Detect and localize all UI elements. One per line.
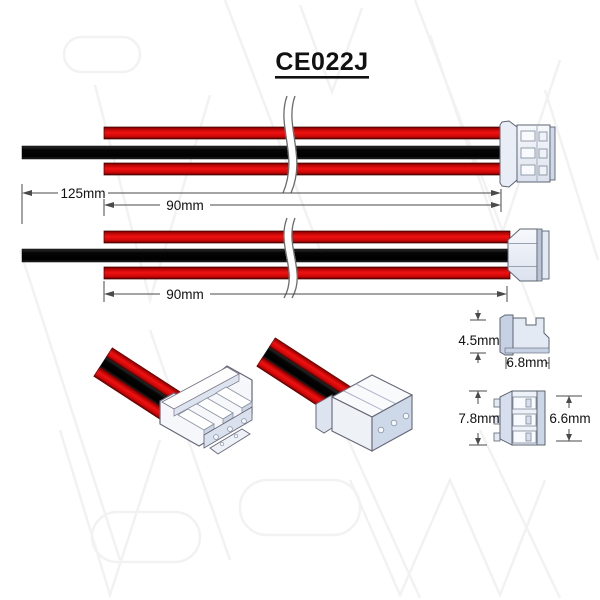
red-wire-length-label: 90mm	[166, 198, 204, 213]
connector-inner-width-label: 6.6mm	[549, 411, 590, 426]
dimension-125mm: 125mm	[21, 184, 502, 224]
cable-break-symbol	[282, 94, 298, 195]
connector-latch	[315, 394, 333, 434]
red-wire-bottom	[103, 162, 509, 176]
dimension-6-6mm: 6.6mm	[549, 395, 591, 442]
connector-width-label: 7.8mm	[458, 411, 499, 426]
black-wire	[21, 145, 511, 160]
connector-left-wall	[499, 390, 513, 446]
red-wire-top	[103, 230, 511, 244]
red-wire-top	[103, 126, 509, 140]
connector-depth-label: 6.8mm	[506, 355, 547, 370]
connector-base-lip	[504, 347, 550, 354]
dim-arrow-left	[22, 190, 32, 196]
dim-arrow-right	[491, 202, 501, 208]
dim-arrow-left	[104, 291, 114, 297]
connector-3d-rear-view	[93, 347, 253, 455]
dim-arrow-right	[491, 190, 501, 196]
connector-housing	[507, 228, 538, 282]
black-wire-length-label: 125mm	[60, 186, 105, 201]
cable-assembly-top	[21, 94, 556, 195]
dim-arrow-left	[104, 202, 114, 208]
connector-end-cap	[541, 230, 550, 280]
cable-break-symbol	[283, 216, 298, 301]
connector-3d-front-view	[256, 337, 414, 452]
pin-holes	[213, 418, 247, 440]
connector-collar	[536, 228, 543, 282]
cable-assembly-bottom	[21, 216, 550, 301]
connector-flange	[499, 314, 514, 356]
dimension-4-5mm: 4.5mm	[458, 310, 500, 363]
connector-profile	[512, 317, 550, 353]
connector-latch-lip	[209, 428, 251, 455]
connector-flange	[499, 120, 518, 188]
dimension-7-8mm: 7.8mm	[458, 390, 500, 446]
red-wire-bottom	[103, 266, 511, 280]
connector-pin-slots	[520, 130, 548, 176]
red-wire-length-label: 90mm	[166, 287, 204, 302]
connector-topview-detail: 7.8mm 6.6mm	[458, 390, 591, 446]
black-wire	[21, 248, 513, 263]
dimension-90mm-top: 90mm	[103, 198, 501, 216]
connector-profile-detail: 4.5mm 6.8mm	[458, 310, 550, 370]
drawing-title: CE022J	[275, 48, 369, 79]
part-number-label: CE022J	[275, 48, 368, 76]
pin-slots	[512, 396, 537, 444]
connector-front-wall	[536, 390, 546, 446]
connector-side-view	[499, 120, 556, 188]
connector-top-ridges	[177, 386, 253, 436]
pin-holes	[377, 412, 410, 434]
connector-rear-view	[507, 228, 550, 282]
title-underline	[275, 76, 369, 79]
connector-height-label: 4.5mm	[458, 333, 499, 348]
watermark-pattern	[18, 0, 600, 600]
dim-arrow-right	[497, 291, 507, 297]
dimension-6-8mm: 6.8mm	[505, 355, 550, 370]
connector-end-cap	[549, 126, 556, 181]
dimension-90mm-bottom: 90mm	[103, 281, 508, 302]
